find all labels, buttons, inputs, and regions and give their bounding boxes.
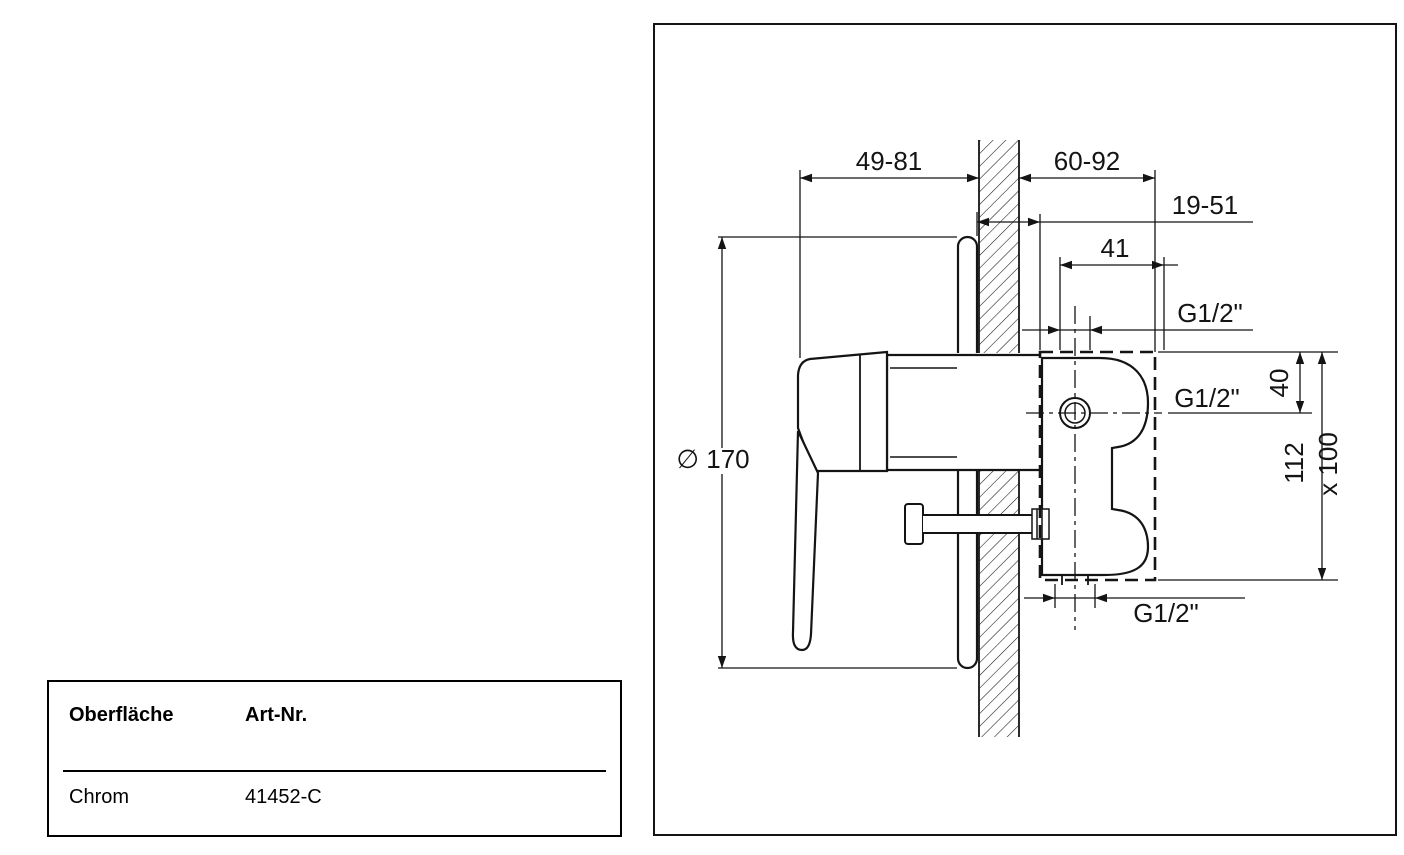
dim-label-40: 40 <box>1264 369 1294 398</box>
rough-in-box-dashed <box>1038 350 1157 582</box>
centerlines <box>1026 306 1162 630</box>
dim-label-41: 41 <box>1101 233 1130 263</box>
artnr-value: 41452-C <box>245 786 322 808</box>
dim-label-112: 112 <box>1279 442 1309 483</box>
valve-cartridge <box>885 353 1040 472</box>
finish-table-divider <box>63 770 606 772</box>
finish-table: Oberfläche Art-Nr. Chrom 41452-C <box>47 680 622 837</box>
surface-column-header: Oberfläche <box>69 704 174 726</box>
dim-label-depth-front: 49-81 <box>856 146 923 176</box>
fixing-screw <box>904 503 1050 545</box>
surface-value: Chrom <box>69 786 130 808</box>
dim-label-plate-diameter: ∅ 170 <box>676 444 749 474</box>
mixer-handle <box>791 350 889 652</box>
dim-label-thread-outlet: G1/2" <box>1174 383 1240 413</box>
dim-label-thread-bottom: G1/2" <box>1133 598 1199 628</box>
dimension-arrows <box>717 173 1327 668</box>
handle-lever <box>791 430 820 652</box>
drawing-frame <box>653 23 1397 836</box>
valve-body <box>1040 356 1150 585</box>
diameter-label-mask <box>674 448 752 474</box>
dim-label-wall-offset: 19-51 <box>1172 190 1239 220</box>
dim-label-thread-top: G1/2" <box>1177 298 1243 328</box>
dim-label-depth-rear: 60-92 <box>1054 146 1121 176</box>
dim-label-x100: x 100 <box>1313 432 1343 496</box>
artnr-column-header: Art-Nr. <box>245 704 308 726</box>
